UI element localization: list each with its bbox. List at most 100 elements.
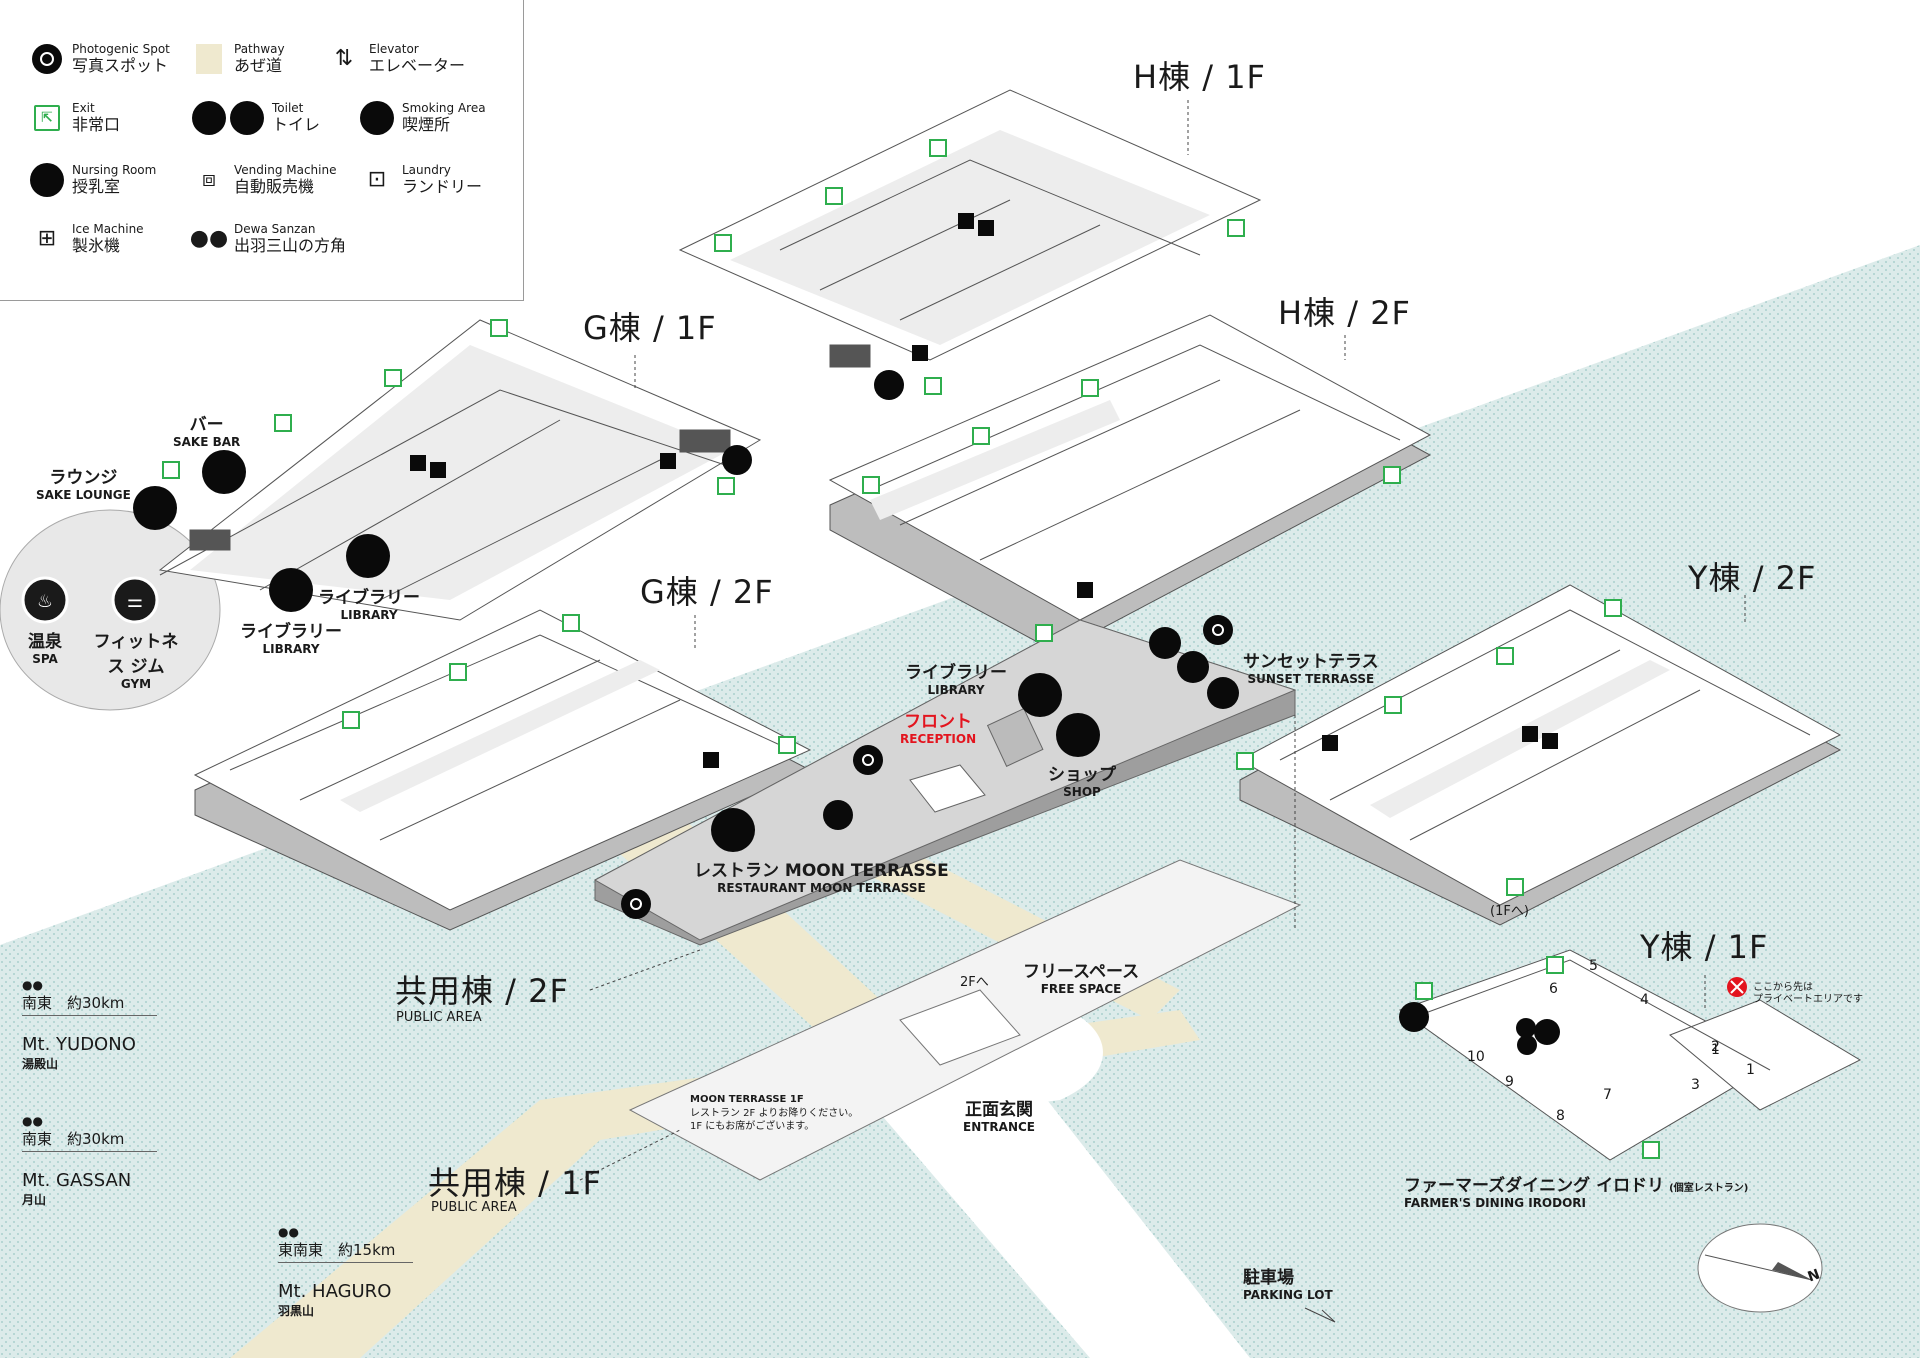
legend-label-en: Elevator bbox=[369, 41, 419, 56]
building-label-y-2f: Y棟 / 2F bbox=[1688, 559, 1817, 597]
parking-lot-label: 駐車場 PARKING LOT bbox=[1243, 1263, 1333, 1302]
room-number: 1 bbox=[1746, 1062, 1755, 1078]
legend-label-en: Laundry bbox=[402, 162, 451, 177]
sake-bar-label: バー SAKE BAR bbox=[173, 410, 240, 449]
legend-label-jp: 写真スポット bbox=[72, 55, 169, 75]
legend-label-en: Exit bbox=[72, 100, 95, 115]
sake-lounge-label-jp: ラウンジ bbox=[49, 468, 118, 488]
mountain-direction: 南東 約30km bbox=[22, 992, 157, 1016]
room-number: 4 bbox=[1640, 992, 1649, 1008]
library-label-g1f-upper: ライブラリー LIBRARY bbox=[318, 583, 420, 622]
legend-label-en: Vending Machine bbox=[234, 162, 337, 177]
sunset-terrasse-label: サンセットテラス SUNSET TERRASSE bbox=[1243, 647, 1379, 686]
free-space-label: フリースペース FREE SPACE bbox=[1023, 957, 1139, 996]
parking-arrow bbox=[1304, 1307, 1336, 1323]
mountain-name-en: Mt. YUDONO bbox=[22, 1034, 136, 1055]
reception-label-en: RECEPTION bbox=[900, 732, 977, 746]
spa-gym-icons: ♨ ⚌ bbox=[21, 576, 159, 624]
library-label-jp: ライブラリー bbox=[318, 588, 420, 608]
library-label-en: LIBRARY bbox=[340, 608, 398, 622]
restaurant-label-jp: レストラン MOON TERRASSE bbox=[694, 861, 949, 881]
room-number: 8 bbox=[1556, 1108, 1565, 1124]
building-label-public-2f: 共用棟 / 2F bbox=[395, 972, 569, 1010]
nursing-room-icon bbox=[30, 163, 64, 197]
legend-label-jp: 非常口 bbox=[72, 114, 121, 134]
legend-label-jp: 出羽三山の方角 bbox=[234, 235, 347, 255]
legend-label-jp: 製氷機 bbox=[72, 235, 121, 255]
legend-label-jp: エレベーター bbox=[369, 55, 466, 75]
sake-lounge-label-en: SAKE LOUNGE bbox=[36, 488, 131, 502]
room-number: 3 bbox=[1691, 1077, 1700, 1093]
restaurant-label: レストラン MOON TERRASSE RESTAURANT MOON TERR… bbox=[694, 856, 949, 895]
leader-lines bbox=[579, 100, 1746, 1181]
sunset-terrasse-label-jp: サンセットテラス bbox=[1243, 652, 1379, 672]
binoculars-icon: ●● bbox=[278, 1225, 299, 1239]
shop-label-jp: ショップ bbox=[1048, 765, 1116, 785]
elevator-icon: ⇅ bbox=[334, 46, 354, 71]
free-space-label-jp: フリースペース bbox=[1023, 962, 1140, 982]
legend-label-en: Pathway bbox=[234, 41, 285, 56]
private-area-note-line2: プライベートエリアです bbox=[1753, 994, 1863, 1005]
room-number: 10 bbox=[1467, 1049, 1485, 1065]
sake-bar-label-en: SAKE BAR bbox=[173, 435, 241, 449]
to-1f-label: (1Fへ) bbox=[1490, 904, 1529, 919]
legend-label-jp: あぜ道 bbox=[234, 55, 283, 75]
legend-label-en: Ice Machine bbox=[72, 221, 144, 236]
building-label-public-2f-en: PUBLIC AREA bbox=[396, 1010, 482, 1025]
room-number: 7 bbox=[1603, 1087, 1612, 1103]
camera-icon bbox=[32, 44, 62, 74]
legend-label-jp: トイレ bbox=[272, 114, 321, 134]
h-building-2f bbox=[828, 314, 1432, 666]
library-label-jp: ライブラリー bbox=[240, 622, 342, 642]
laundry-icon: ⊡ bbox=[367, 167, 387, 192]
legend-label-en: Smoking Area bbox=[402, 100, 486, 115]
public-area-1f bbox=[628, 859, 1302, 1181]
g-building-2f bbox=[193, 609, 812, 931]
gym-label-jp: フィットネス ジム bbox=[93, 632, 179, 677]
mountain-haguro: ●● 東南東 約15km Mt. HAGURO 羽黒山 bbox=[278, 1225, 443, 1319]
binoculars-icon: ●● bbox=[22, 978, 43, 992]
mountain-direction: 東南東 約15km bbox=[278, 1239, 413, 1263]
legend-label-en: Dewa Sanzan bbox=[234, 221, 316, 236]
mountain-name-en: Mt. HAGURO bbox=[278, 1281, 392, 1302]
private-area-note-line1: ここから先は bbox=[1753, 982, 1813, 993]
room-number: 5 bbox=[1589, 958, 1598, 974]
legend-label-jp: 喫煙所 bbox=[402, 114, 451, 134]
legend-label-en: Photogenic Spot bbox=[72, 41, 170, 56]
ice-machine-icon: ⊞ bbox=[37, 226, 57, 251]
reception-label: フロント RECEPTION bbox=[900, 707, 976, 746]
sake-lounge-label: ラウンジ SAKE LOUNGE bbox=[36, 463, 131, 502]
entrance-road bbox=[860, 1040, 1250, 1358]
library-label-g1f-lower: ライブラリー LIBRARY bbox=[240, 617, 342, 656]
entrance-label-jp: 正面玄関 bbox=[965, 1100, 1033, 1120]
stairs-up-label: 2Fへ bbox=[960, 975, 989, 990]
spa-label-jp: 温泉 bbox=[28, 632, 62, 652]
room-number: 1 bbox=[1711, 1042, 1720, 1058]
room-number: 9 bbox=[1505, 1074, 1514, 1090]
mountain-name-jp: 月山 bbox=[22, 1193, 47, 1207]
y-building-1f bbox=[1398, 949, 1862, 1161]
mountain-direction: 南東 約30km bbox=[22, 1128, 157, 1152]
smoking-icon bbox=[360, 101, 394, 135]
exit-markers bbox=[162, 139, 1660, 1159]
library-label-en: LIBRARY bbox=[262, 642, 320, 656]
g-building-1f bbox=[158, 319, 762, 621]
reception-label-jp: フロント bbox=[904, 712, 973, 732]
moon-terrasse-1f-note: MOON TERRASSE 1F レストラン 2F よりお降りください。 1F … bbox=[690, 1093, 858, 1134]
farmers-dining-label: ファーマーズダイニング イロドリ (個室レストラン) FARMER'S DINI… bbox=[1404, 1171, 1748, 1210]
vending-machine-icon: ⧈ bbox=[202, 167, 216, 192]
building-label-public-1f-en: PUBLIC AREA bbox=[431, 1200, 517, 1215]
entrance-label-en: ENTRANCE bbox=[963, 1120, 1035, 1134]
sake-bar-label-jp: バー bbox=[189, 415, 224, 435]
building-label-y-1f: Y棟 / 1F bbox=[1640, 928, 1769, 966]
room-number: 2 bbox=[1711, 1039, 1720, 1055]
binoculars-icon: ●● bbox=[189, 226, 229, 251]
svg-text:♨: ♨ bbox=[37, 591, 53, 612]
